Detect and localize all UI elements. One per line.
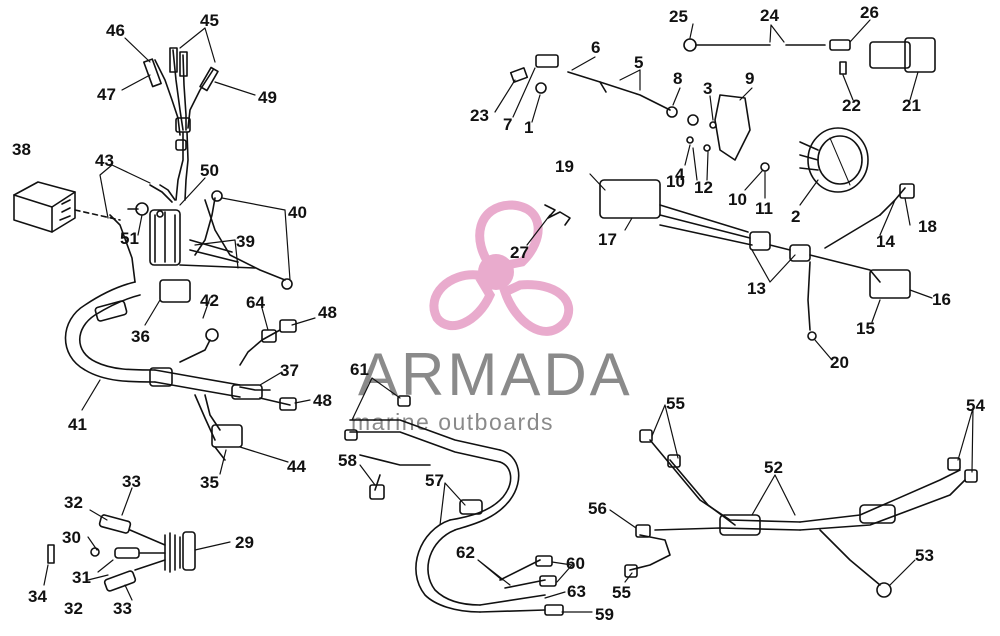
callout-26: 26 xyxy=(860,3,879,22)
callout-12: 12 xyxy=(694,178,713,197)
callout-32-bottom: 32 xyxy=(64,599,83,618)
callout-36: 36 xyxy=(131,327,150,346)
clip-part xyxy=(544,204,571,226)
callout-64: 64 xyxy=(246,293,265,312)
callout-56: 56 xyxy=(588,499,607,518)
callout-14: 14 xyxy=(876,232,895,251)
callout-10-left: 10 xyxy=(666,172,685,191)
callout-18: 18 xyxy=(918,217,937,236)
callout-8: 8 xyxy=(673,69,682,88)
lower-right-harness xyxy=(624,429,978,598)
callout-39: 39 xyxy=(236,232,255,251)
watermark-brand: ARMADA xyxy=(358,341,633,408)
callout-25: 25 xyxy=(669,7,688,26)
callout-6: 6 xyxy=(591,38,600,57)
callout-23: 23 xyxy=(470,106,489,125)
callout-40: 40 xyxy=(288,203,307,222)
callout-48-bottom: 48 xyxy=(313,391,332,410)
relay xyxy=(13,181,121,233)
callout-17: 17 xyxy=(598,230,617,249)
right-harness xyxy=(599,179,915,341)
middle-harness xyxy=(344,395,564,616)
callout-21: 21 xyxy=(902,96,921,115)
callout-15: 15 xyxy=(856,319,875,338)
callout-42: 42 xyxy=(200,291,219,310)
callout-labels: 1 2 3 4 5 6 7 8 9 10 10 11 12 13 14 15 1… xyxy=(12,3,985,624)
callout-5: 5 xyxy=(634,53,643,72)
callout-52: 52 xyxy=(764,458,783,477)
callout-10-right: 10 xyxy=(728,190,747,209)
callout-43: 43 xyxy=(95,151,114,170)
callout-2: 2 xyxy=(791,207,800,226)
callout-22: 22 xyxy=(842,96,861,115)
callout-16: 16 xyxy=(932,290,951,309)
harness-junction xyxy=(64,184,293,398)
callout-27: 27 xyxy=(510,243,529,262)
callout-11: 11 xyxy=(755,199,773,218)
top-right-parts xyxy=(683,37,936,75)
watermark-tagline: marine outboards xyxy=(351,409,554,435)
parts-drawing xyxy=(13,19,978,616)
callout-59: 59 xyxy=(595,605,614,624)
callout-38: 38 xyxy=(12,140,31,159)
callout-4: 4 xyxy=(675,165,685,184)
callout-31: 31 xyxy=(72,568,91,587)
callout-54: 54 xyxy=(966,396,985,415)
callout-46: 46 xyxy=(106,21,125,40)
harness-top-leads xyxy=(142,47,219,201)
callout-60: 60 xyxy=(566,554,585,573)
callout-44: 44 xyxy=(287,457,306,476)
gauge xyxy=(799,127,869,193)
callout-51: 51 xyxy=(120,229,139,248)
callout-53: 53 xyxy=(915,546,934,565)
callout-19: 19 xyxy=(555,157,574,176)
callout-62: 62 xyxy=(456,543,475,562)
callout-3: 3 xyxy=(703,79,712,98)
callout-58: 58 xyxy=(338,451,357,470)
callout-20: 20 xyxy=(830,353,849,372)
callout-33-top: 33 xyxy=(122,472,141,491)
callout-47: 47 xyxy=(97,85,116,104)
callout-35: 35 xyxy=(200,473,219,492)
callout-32-top: 32 xyxy=(64,493,83,512)
callout-49: 49 xyxy=(258,88,277,107)
callout-37: 37 xyxy=(280,361,299,380)
callout-13: 13 xyxy=(747,279,766,298)
callout-9: 9 xyxy=(745,69,754,88)
callout-45: 45 xyxy=(200,11,219,30)
top-middle-parts xyxy=(509,54,770,172)
callout-7: 7 xyxy=(503,115,512,134)
callout-34: 34 xyxy=(28,587,47,606)
callout-29: 29 xyxy=(235,533,254,552)
callout-30: 30 xyxy=(62,528,81,547)
callout-48-top: 48 xyxy=(318,303,337,322)
callout-55-top: 55 xyxy=(666,394,685,413)
callout-41: 41 xyxy=(68,415,87,434)
callout-33-bottom: 33 xyxy=(113,599,132,618)
callout-24: 24 xyxy=(760,6,779,25)
callout-57: 57 xyxy=(425,471,444,490)
bottom-left-connector xyxy=(47,514,196,592)
callout-50: 50 xyxy=(200,161,219,180)
harness-lower-left xyxy=(179,319,297,461)
callout-55-bottom: 55 xyxy=(612,583,631,602)
callout-63: 63 xyxy=(567,582,586,601)
propeller-logo-icon xyxy=(429,200,574,336)
callout-1: 1 xyxy=(524,118,533,137)
callout-61: 61 xyxy=(350,360,369,379)
leader-lines xyxy=(43,19,974,613)
